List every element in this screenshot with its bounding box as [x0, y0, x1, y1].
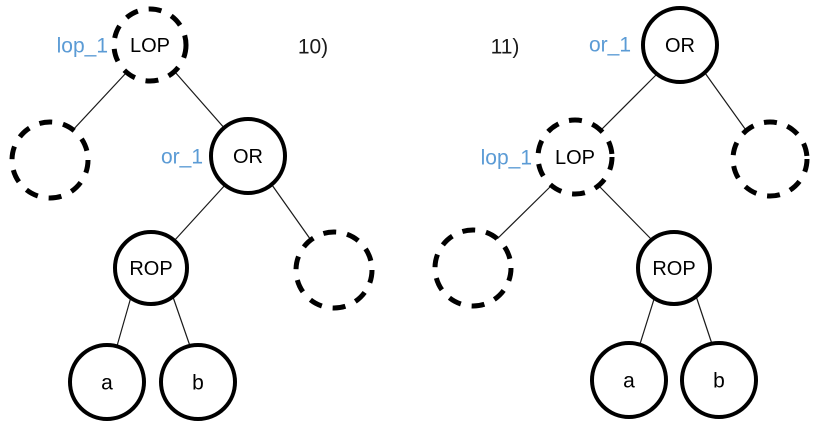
empty-node-left[interactable]	[432, 227, 514, 309]
leaf-node-a-label: a	[101, 372, 113, 395]
or-node-label: OR	[233, 146, 263, 168]
leaf-node-a-circle[interactable]	[590, 341, 668, 419]
panel-11: OR LOP ROP a b or_1 lop_1 11)	[432, 6, 810, 419]
empty-node-left[interactable]	[9, 119, 91, 201]
leaf-node-b-label: b	[192, 372, 204, 395]
lop-1-annotation: lop_1	[57, 35, 108, 58]
edge-rop-a	[116, 296, 132, 347]
panel-11-number-label: 11)	[491, 36, 520, 59]
lop-node-circle[interactable]	[535, 117, 615, 197]
edge-or-empty	[704, 72, 749, 134]
edge-or-rop	[173, 183, 227, 242]
rop-node[interactable]: ROP	[113, 230, 189, 306]
leaf-node-a[interactable]: a	[590, 341, 668, 419]
or-1-annotation: or_1	[589, 34, 631, 57]
lop-node[interactable]: LOP	[111, 6, 189, 84]
empty-node-right-circle[interactable]	[293, 229, 375, 311]
lop-node-label: LOP	[130, 35, 170, 57]
edge-lop-empty	[71, 72, 127, 132]
leaf-node-a[interactable]: a	[68, 343, 146, 421]
empty-node-left-circle[interactable]	[432, 227, 514, 309]
empty-node-right[interactable]	[293, 229, 375, 311]
edge-rop-b	[172, 296, 191, 347]
lop-node-circle[interactable]	[111, 6, 189, 84]
or-node[interactable]: OR	[641, 6, 719, 84]
edge-rop-b	[695, 295, 713, 345]
lop-node-label: LOP	[555, 147, 595, 169]
edge-or-empty	[271, 184, 314, 244]
leaf-node-b[interactable]: b	[680, 341, 758, 419]
edge-or-lop	[598, 73, 658, 133]
edge-lop-empty	[493, 183, 554, 243]
rop-node-label: ROP	[129, 258, 172, 280]
leaf-node-b-circle[interactable]	[159, 343, 237, 421]
empty-node-right-circle[interactable]	[730, 119, 810, 199]
panel-10-number-label: 10)	[298, 36, 328, 59]
leaf-node-a-label: a	[623, 370, 635, 393]
or-node-circle[interactable]	[209, 117, 287, 195]
or-node-circle[interactable]	[641, 6, 719, 84]
lop-node[interactable]: LOP	[535, 117, 615, 197]
edge-lop-or	[174, 71, 227, 131]
leaf-node-b-label: b	[713, 370, 725, 393]
empty-node-right[interactable]	[730, 119, 810, 199]
rop-node[interactable]: ROP	[636, 230, 712, 306]
or-node[interactable]: OR	[209, 117, 287, 195]
rop-node-label: ROP	[652, 258, 695, 280]
or-node-label: OR	[665, 35, 695, 57]
leaf-node-a-circle[interactable]	[68, 343, 146, 421]
or-1-annotation: or_1	[161, 146, 203, 169]
empty-node-left-circle[interactable]	[9, 119, 91, 201]
edge-rop-a	[639, 295, 656, 345]
edge-lop-rop	[597, 184, 654, 242]
lop-1-annotation: lop_1	[481, 147, 532, 170]
rop-node-circle[interactable]	[636, 230, 712, 306]
panel-10: LOP OR ROP a b lop_1 or_1 10)	[9, 6, 375, 421]
rop-node-circle[interactable]	[113, 230, 189, 306]
leaf-node-b-circle[interactable]	[680, 341, 758, 419]
leaf-node-b[interactable]: b	[159, 343, 237, 421]
